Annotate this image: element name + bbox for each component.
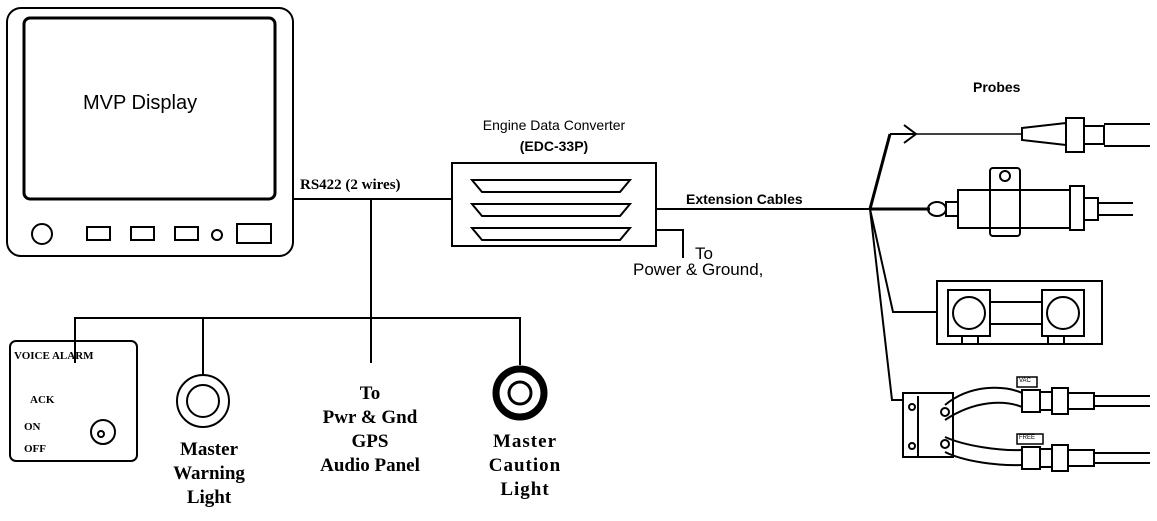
power-to-label: To <box>695 244 713 263</box>
master-caution-label: Master Caution Light <box>489 430 561 502</box>
master-warning-light-icon <box>176 374 230 428</box>
mvp-display-bezel <box>6 7 294 257</box>
probe-fan-3 <box>869 208 937 313</box>
power-ground-label: Power & Ground, <box>633 260 764 279</box>
master-warning-line-3: Light <box>186 487 232 508</box>
shunt-body <box>936 280 1103 345</box>
display-indicator-icon <box>211 229 223 241</box>
master-caution-line-3: Light <box>500 479 550 500</box>
probe-2-tip <box>927 201 947 217</box>
probes-title: Probes <box>973 79 1021 95</box>
alarm-bus-line <box>74 317 521 365</box>
display-soft-key-2 <box>130 226 155 241</box>
voice-alarm-off: OFF <box>24 443 46 455</box>
extension-cables-label: Extension Cables <box>686 191 803 207</box>
transducer-bracket <box>902 392 954 458</box>
probe-2-clamp <box>989 167 1021 237</box>
power-ground-line <box>656 229 684 258</box>
mvp-display-screen <box>22 16 277 201</box>
display-knob-icon <box>31 223 53 245</box>
display-soft-key-1 <box>86 226 111 241</box>
misc-to-label: To Pwr & Gnd GPS Audio Panel <box>320 382 420 478</box>
probe-fan-1 <box>868 133 892 210</box>
probe-fan-4 <box>869 208 903 401</box>
rs422-label: RS422 (2 wires) <box>300 177 401 193</box>
transducer-tag-bottom-box <box>1016 433 1044 445</box>
probe-1-thread <box>1021 121 1067 147</box>
transducer-hose-bottom <box>944 436 1023 452</box>
master-caution-line-1: Master <box>492 431 558 452</box>
voice-alarm-title: VOICE ALARM <box>14 350 94 362</box>
misc-to-line-1: To <box>359 383 381 404</box>
master-caution-light-icon <box>492 365 548 421</box>
master-warning-line-2: Warning <box>173 463 245 484</box>
edc-vent-1 <box>469 179 633 193</box>
master-warning-line-1: Master <box>179 439 239 460</box>
probe-2-body <box>957 189 1071 229</box>
voice-alarm-on: ON <box>24 421 41 433</box>
voice-alarm-ack: ACK <box>30 394 55 406</box>
edc-vent-2 <box>469 203 633 217</box>
voice-alarm-box <box>9 340 138 462</box>
transducer-tag-top-box <box>1016 376 1038 388</box>
misc-to-line-2: Pwr & Gnd <box>322 407 418 428</box>
edc-model: (EDC-33P) <box>519 138 589 154</box>
probe-1-nut <box>1065 117 1085 153</box>
edc-vent-3 <box>469 227 633 241</box>
master-warning-label: Master Warning Light <box>173 438 245 510</box>
display-soft-key-3 <box>174 226 199 241</box>
transducer-tag-bottom: FREE <box>1019 435 1036 441</box>
master-caution-line-2: Caution <box>488 455 562 476</box>
misc-to-line-4: Audio Panel <box>320 455 420 476</box>
display-title: MVP Display <box>83 92 198 114</box>
edc-box <box>451 162 657 247</box>
voice-alarm-knob-icon <box>90 419 116 445</box>
display-soft-key-4 <box>236 223 272 244</box>
edc-title: Engine Data Converter <box>482 117 626 133</box>
misc-to-line-3: GPS <box>351 431 389 452</box>
transducer-hose-top <box>944 386 1023 406</box>
transducer-tag-top: VAC <box>1019 378 1031 384</box>
